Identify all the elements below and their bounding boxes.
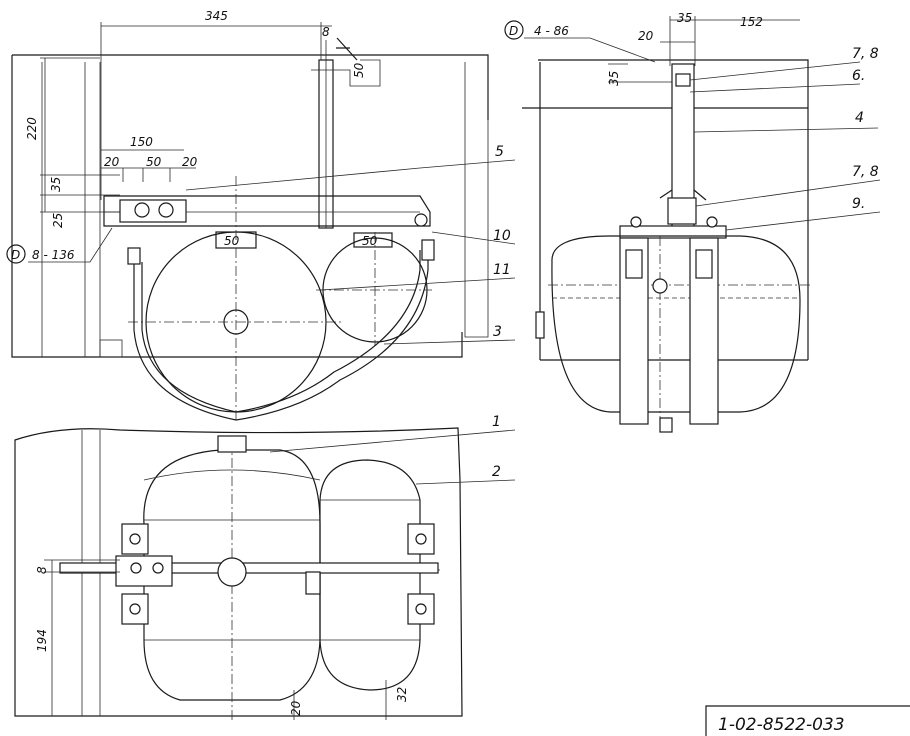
weld-text-left: 8 - 136: [32, 248, 75, 262]
callout-10: 10: [493, 228, 511, 244]
dim-50-b: 50: [146, 155, 162, 169]
callout-5: 5: [495, 144, 504, 160]
dim-150: 150: [130, 135, 153, 149]
dim-20-bottom: 20: [289, 700, 303, 716]
plan-view: 8 194 20 32 1 2: [14, 414, 516, 720]
dim-8-bottom: 8: [35, 566, 49, 574]
callout-6: 6.: [852, 68, 865, 84]
weld-text-right: 4 - 86: [534, 24, 569, 38]
dim-35-left: 35: [49, 177, 63, 192]
callout-2: 2: [492, 464, 501, 480]
side-view: 35 152 20 35 D 4 - 86 7, 8 6. 4: [504, 11, 881, 433]
dim-32: 32: [395, 687, 409, 702]
callout-1: 1: [492, 414, 501, 430]
callout-3: 3: [493, 324, 502, 340]
box-50-a: 50: [224, 234, 240, 248]
title-block: 1-02-8522-033: [705, 705, 910, 736]
callout-9: 9.: [852, 196, 865, 212]
front-view: 345 8 50 220 150 20 50 20 35 25 50 50: [6, 9, 516, 421]
weld-symbol-left: D: [11, 248, 20, 262]
callout-78-mid: 7, 8: [852, 164, 879, 180]
callout-78-top: 7, 8: [852, 46, 879, 62]
callout-4: 4: [855, 110, 864, 126]
drawing-code: 1-02-8522-033: [718, 715, 845, 735]
callout-11: 11: [493, 262, 511, 278]
dim-152: 152: [740, 15, 763, 29]
dim-220: 220: [25, 117, 39, 140]
dim-35-top-right: 35: [677, 11, 692, 25]
dim-194: 194: [35, 629, 49, 652]
dim-25: 25: [51, 213, 65, 228]
dim-20-a: 20: [104, 155, 120, 169]
dim-8-top: 8: [322, 25, 330, 39]
weld-symbol-right: D: [509, 24, 518, 38]
dim-345: 345: [205, 9, 228, 23]
dim-50-right: 50: [352, 62, 366, 78]
dim-35-right: 35: [607, 71, 621, 86]
dim-20-right: 20: [638, 29, 654, 43]
dim-20-c: 20: [182, 155, 198, 169]
